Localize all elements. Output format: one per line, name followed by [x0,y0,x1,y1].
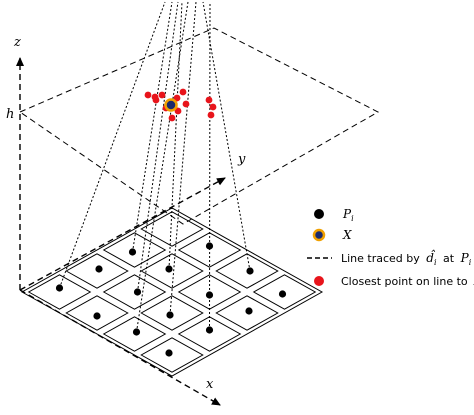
grid-point [133,288,142,296]
grid-cell [140,211,204,247]
grid-point [205,326,214,334]
x-axis-label: x [206,377,214,392]
grid-cell [177,274,242,310]
grid-point [165,349,173,357]
legend-points-label: Pi [342,207,354,223]
grid-cell [215,253,279,289]
grid-cell [102,316,167,352]
projection-line [59,1,166,289]
closest-point [144,91,152,99]
projection-line [137,1,179,293]
projection-lines [59,1,251,333]
h-axis-label: h [6,107,14,122]
grid-cell [140,337,204,373]
y-axis [19,177,226,291]
projection-line [169,1,197,316]
grid-border [20,207,324,377]
black-dot-icon [314,209,324,219]
projection-line [209,1,211,331]
projection-line [132,1,173,253]
grid-point [205,291,214,299]
target-point [164,98,178,112]
grid-cell [177,316,242,352]
grid-point [93,312,101,320]
grid-point [95,265,103,273]
grid-point [128,248,137,256]
legend: Pi X Line traced by d̂i at Pi Closest po… [307,207,474,288]
ringed-dot-icon [312,228,326,242]
sensor-grid [20,207,324,377]
closest-point [207,111,215,119]
closest-point [209,103,217,111]
x-axis [19,289,221,406]
grid-point [55,284,64,292]
grid-point [245,307,253,315]
grid-point [166,311,174,319]
closest-point [158,91,166,99]
grid-cell [27,274,92,310]
closest-point [205,96,213,104]
grid-point [165,265,173,273]
grid-cell [140,295,204,331]
grid-cell [140,253,204,289]
legend-target-label: X [342,228,352,242]
red-dot-icon [314,276,324,286]
grid-cell [177,232,242,268]
closest-point [151,93,159,101]
grid-point [132,328,141,336]
legend-line-label: Line traced by d̂i at Pi [341,248,472,268]
grid-point [246,267,254,275]
closest-point [173,94,181,102]
grid-cell [215,295,279,331]
closest-point [168,114,176,122]
grid-cell [102,232,167,268]
grid-cell [252,274,317,310]
y-axis-label: y [237,152,246,167]
grid-points [55,242,287,357]
closest-point [174,107,182,115]
closest-point [182,100,190,108]
grid-cell [65,253,129,289]
grid-cell [102,274,167,310]
closest-point [179,88,187,96]
height-plane [18,27,380,225]
z-axis-label: z [13,35,21,50]
grid-point [205,242,214,250]
projection-line [168,1,183,270]
legend-closest-label: Closest point on line to X [341,274,474,288]
grid-cell [65,295,129,331]
projection-line [202,1,251,272]
grid-point [278,290,287,298]
